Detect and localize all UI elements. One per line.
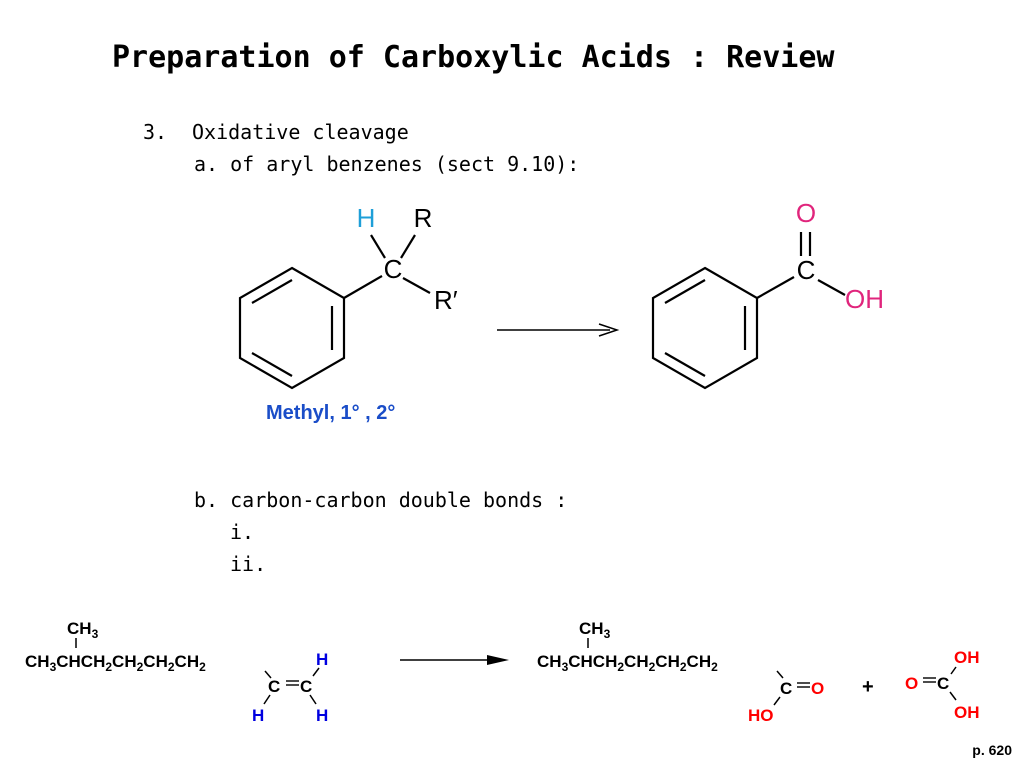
reactant-r-prime-label: R′ [434,285,458,315]
acid-carbon: C [780,679,792,698]
reaction-2-arrow [400,655,509,665]
reaction-1: H R C R′ Methyl, 1° , 2° O C OH [238,198,884,424]
substituent-note: Methyl, 1° , 2° [266,402,395,424]
reactant-chain: CH3CHCH2CH2CH2CH2 [25,652,206,674]
outline-item-3-text: Oxidative cleavage [192,120,409,144]
product-oxygen-label: O [796,198,816,228]
outline-item-b: b. carbon-carbon double bonds : [194,488,568,512]
reactant-carbon-label: C [384,254,403,284]
outline-item-b-i: i. [230,520,255,544]
product-benzene-ring [651,266,759,390]
reactant-bonds [343,234,431,299]
outline-item-b-ii: ii. [230,552,267,576]
co2h-carbon: C [937,674,949,693]
reactant-methyl-branch: CH3 [67,619,99,641]
acid-hydroxyl: HO [748,706,774,725]
reaction-1-arrow [497,323,620,337]
reactant-r-label: R [414,203,433,233]
alkene-hydrogen-right: H [316,706,328,725]
acid-oxygen: O [811,679,824,698]
alkene-carbon-2: C [300,677,312,696]
co2h-hydroxyl-bottom: OH [954,703,980,722]
alkene-hydrogen-left: H [252,706,264,725]
outline-item-3: 3. Oxidative cleavage [143,120,409,144]
product-methyl-branch: CH3 [579,619,611,641]
reaction-2: CH3 CH3CHCH2CH2CH2CH2 C C H H H CH3 CH3C… [25,619,980,725]
alkene-hydrogen-top: H [316,650,328,669]
plus-sign: + [862,676,874,698]
outline-item-3-number: 3. [143,120,168,144]
slide-title: Preparation of Carboxylic Acids : Review [112,40,835,75]
product-carbon-label: C [797,255,816,285]
page-number: p. 620 [972,742,1012,758]
reactant-hydrogen-label: H [357,203,376,233]
co2h-hydroxyl-top: OH [954,648,980,667]
reactant-benzene-ring [238,266,346,390]
product-chain: CH3CHCH2CH2CH2CH2 [537,652,718,674]
product-hydroxyl-label: OH [845,284,884,314]
product-bonds [756,232,846,299]
co2h-oxygen: O [905,674,918,693]
alkene-carbon-1: C [268,677,280,696]
outline-item-a: a. of aryl benzenes (sect 9.10): [194,152,580,176]
